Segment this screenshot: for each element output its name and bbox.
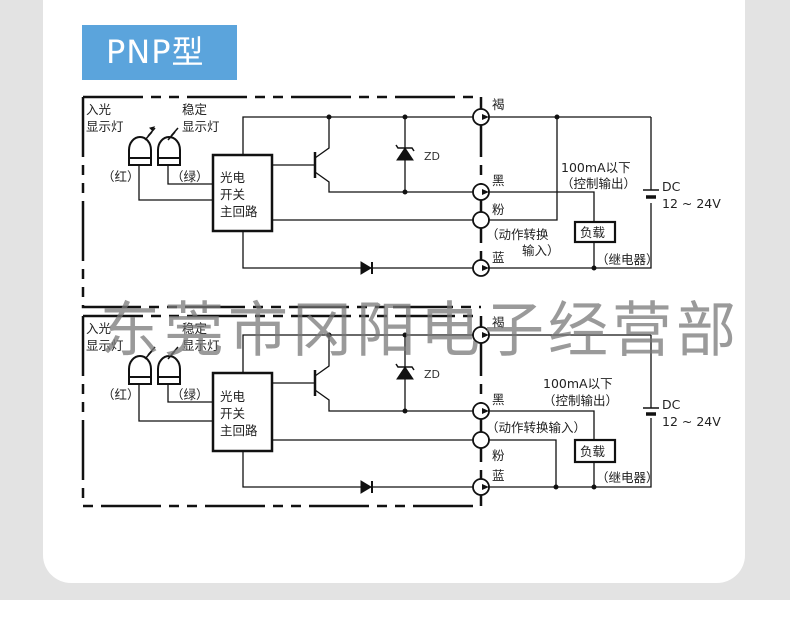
zener-diode-icon xyxy=(395,114,415,195)
terminal-black xyxy=(472,183,490,201)
wire-black-label: 黑 xyxy=(492,173,505,188)
output-note-1: 100mA以下 xyxy=(561,160,631,175)
diode-icon xyxy=(360,480,373,494)
load-label: 负载 xyxy=(580,225,606,240)
led-stable-label: 稳定 xyxy=(182,321,207,336)
sensor-enclosure xyxy=(81,95,481,309)
wire-pink-label: 粉 xyxy=(492,202,505,217)
relay-label: （继电器） xyxy=(596,470,659,485)
diagram-bottom xyxy=(81,314,659,508)
pink-note: （动作转换输入） xyxy=(486,420,586,435)
battery-icon xyxy=(643,189,659,199)
led-in-label-2: 显示灯 xyxy=(86,119,124,134)
terminal-pink xyxy=(472,211,490,229)
led-in-label: 入光 xyxy=(86,102,111,117)
led-stable-icon xyxy=(157,346,181,385)
wire-brown-label: 褐 xyxy=(492,97,505,112)
led-in-label: 入光 xyxy=(86,321,111,336)
diagram-top-labels: 入光 显示灯 稳定 显示灯 （红） （绿） 光电 开关 主回路 ZD 褐 黑 粉… xyxy=(86,97,721,267)
power-label-1: DC xyxy=(662,179,681,194)
led-stable-label-2: 显示灯 xyxy=(182,119,220,134)
zener-label: ZD xyxy=(424,368,440,381)
relay-label: （继电器） xyxy=(596,252,659,267)
terminal-blue xyxy=(472,478,490,496)
load-label: 负载 xyxy=(580,444,606,459)
wire-blue-label: 蓝 xyxy=(492,468,505,483)
wire-black-label: 黑 xyxy=(492,392,505,407)
pnp-transistor-icon xyxy=(272,114,473,193)
power-label-2: 12 ~ 24V xyxy=(662,196,721,211)
load-box xyxy=(573,438,617,464)
terminal-black xyxy=(472,402,490,420)
main-circuit-label-1: 光电 xyxy=(220,389,246,404)
output-note-2: （控制输出） xyxy=(543,393,618,408)
pnp-transistor-icon xyxy=(272,332,473,412)
output-note-2: （控制输出） xyxy=(561,176,636,191)
wire-pink-label: 粉 xyxy=(492,448,505,463)
title-badge: PNP型 xyxy=(82,25,237,80)
terminal-brown xyxy=(472,326,490,344)
main-circuit-label-2: 开关 xyxy=(220,406,245,421)
zener-diode-icon xyxy=(395,332,415,414)
led-red-label: （红） xyxy=(102,387,140,402)
diode-icon xyxy=(360,261,373,275)
led-stable-label: 稳定 xyxy=(182,102,207,117)
led-stable-label-2: 显示灯 xyxy=(182,338,220,353)
power-label-1: DC xyxy=(662,397,681,412)
led-in-label-2: 显示灯 xyxy=(86,338,124,353)
led-in-icon xyxy=(128,346,156,385)
wire-blue-label: 蓝 xyxy=(492,250,505,265)
wire-brown-label: 褐 xyxy=(492,315,505,330)
led-red-label: （红） xyxy=(102,169,140,184)
load-box xyxy=(573,220,617,244)
output-note-1: 100mA以下 xyxy=(543,376,613,391)
diagram-bottom-labels: 入光 显示灯 稳定 显示灯 （红） （绿） 光电 开关 主回路 ZD 褐 黑 粉… xyxy=(86,315,721,485)
main-circuit-label-3: 主回路 xyxy=(220,204,258,219)
battery-icon xyxy=(643,407,659,416)
pink-note-1: （动作转换 xyxy=(486,227,549,242)
pink-note-2: 输入） xyxy=(522,243,560,258)
terminal-brown xyxy=(472,108,490,126)
sensor-enclosure xyxy=(81,314,481,508)
main-circuit-label-1: 光电 xyxy=(220,170,246,185)
main-circuit-label-3: 主回路 xyxy=(220,423,258,438)
main-circuit-label-2: 开关 xyxy=(220,187,245,202)
led-green-label: （绿） xyxy=(171,169,209,184)
led-stable-icon xyxy=(157,127,181,166)
diagram-top xyxy=(81,95,659,309)
led-in-icon xyxy=(128,126,156,166)
led-green-label: （绿） xyxy=(171,387,209,402)
terminal-blue xyxy=(472,259,490,277)
power-label-2: 12 ~ 24V xyxy=(662,414,721,429)
zener-label: ZD xyxy=(424,150,440,163)
